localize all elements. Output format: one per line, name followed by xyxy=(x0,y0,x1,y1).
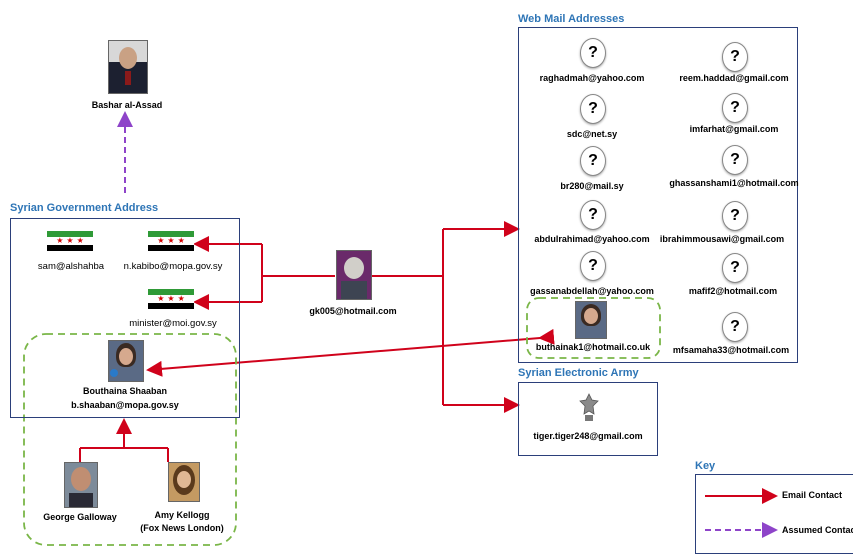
gov-box xyxy=(10,218,240,418)
shaaban-email: b.shaaban@mopa.gov.sy xyxy=(71,400,179,410)
webmail-right-email: mfsamaha33@hotmail.com xyxy=(672,345,790,355)
unknown-contact-icon: ? xyxy=(722,201,748,231)
shaaban-photo xyxy=(108,340,144,382)
webmail-right-email: imfarhat@gmail.com xyxy=(689,124,779,134)
kellogg-name: Amy Kellogg xyxy=(154,510,210,520)
webmail-right-email: ghassanshami1@hotmail.com xyxy=(669,178,799,188)
minister-email: minister@moi.gov.sy xyxy=(129,318,217,329)
key-email-contact-label: Email Contact xyxy=(782,490,843,500)
shaaban-group-outline xyxy=(23,333,237,546)
unknown-contact-icon: ? xyxy=(722,312,748,342)
key-box xyxy=(695,474,853,554)
buthaina-link-line xyxy=(146,328,555,377)
unknown-contact-icon: ? xyxy=(722,42,748,72)
sam-email: sam@alshahba xyxy=(37,261,105,272)
unknown-contact-icon: ? xyxy=(722,145,748,175)
unknown-contact-icon: ? xyxy=(580,146,606,176)
buthaina-group-outline xyxy=(526,297,661,359)
hub-photo xyxy=(336,250,372,300)
webmail-left-email: gassanabdellah@yahoo.com xyxy=(530,286,654,296)
shaaban-name: Bouthaina Shaaban xyxy=(82,386,167,396)
galloway-name: George Galloway xyxy=(43,512,117,522)
syria-flag-icon: ★★★ xyxy=(47,231,93,251)
assad-photo xyxy=(108,40,148,94)
hub-email: gk005@hotmail.com xyxy=(309,306,397,316)
unknown-contact-icon: ? xyxy=(580,200,606,230)
webmail-left-email: sdc@net.sy xyxy=(566,129,618,139)
kabibo-email: n.kabibo@mopa.gov.sy xyxy=(123,261,223,272)
webmail-left-email: raghadmah@yahoo.com xyxy=(539,73,645,83)
webmail-left-email: br280@mail.sy xyxy=(560,181,624,191)
buthaina-photo xyxy=(575,301,607,339)
unknown-contact-icon: ? xyxy=(580,38,606,68)
sea-section-title: Syrian Electronic Army xyxy=(518,367,639,379)
eagle-emblem-icon xyxy=(578,392,600,422)
webmail-right-email: ibrahimmousawi@gmail.com xyxy=(659,234,785,244)
assad-name: Bashar al-Assad xyxy=(91,100,163,110)
webmail-right-email: mafif2@hotmail.com xyxy=(688,286,778,296)
gov-section-title: Syrian Government Address xyxy=(10,202,159,214)
syria-flag-icon: ★★★ xyxy=(148,289,194,309)
webmail-left-email: abdulrahimad@yahoo.com xyxy=(534,234,650,244)
galloway-photo xyxy=(64,462,98,508)
syria-flag-icon: ★★★ xyxy=(148,231,194,251)
webmail-box xyxy=(518,27,798,363)
key-title: Key xyxy=(695,460,716,472)
unknown-contact-icon: ? xyxy=(580,251,606,281)
kellogg-photo xyxy=(168,462,200,502)
sea-email: tiger.tiger248@gmail.com xyxy=(533,431,643,441)
unknown-contact-icon: ? xyxy=(722,93,748,123)
key-assumed-contact-label: Assumed Contact xyxy=(782,525,853,535)
webmail-section-title: Web Mail Addresses xyxy=(518,13,625,25)
buthaina-email: buthainak1@hotmail.co.uk xyxy=(535,342,651,352)
unknown-contact-icon: ? xyxy=(722,253,748,283)
kellogg-affiliation: (Fox News London) xyxy=(140,523,224,533)
unknown-contact-icon: ? xyxy=(580,94,606,124)
webmail-right-email: reem.haddad@gmail.com xyxy=(679,73,789,83)
sea-box xyxy=(518,382,658,456)
